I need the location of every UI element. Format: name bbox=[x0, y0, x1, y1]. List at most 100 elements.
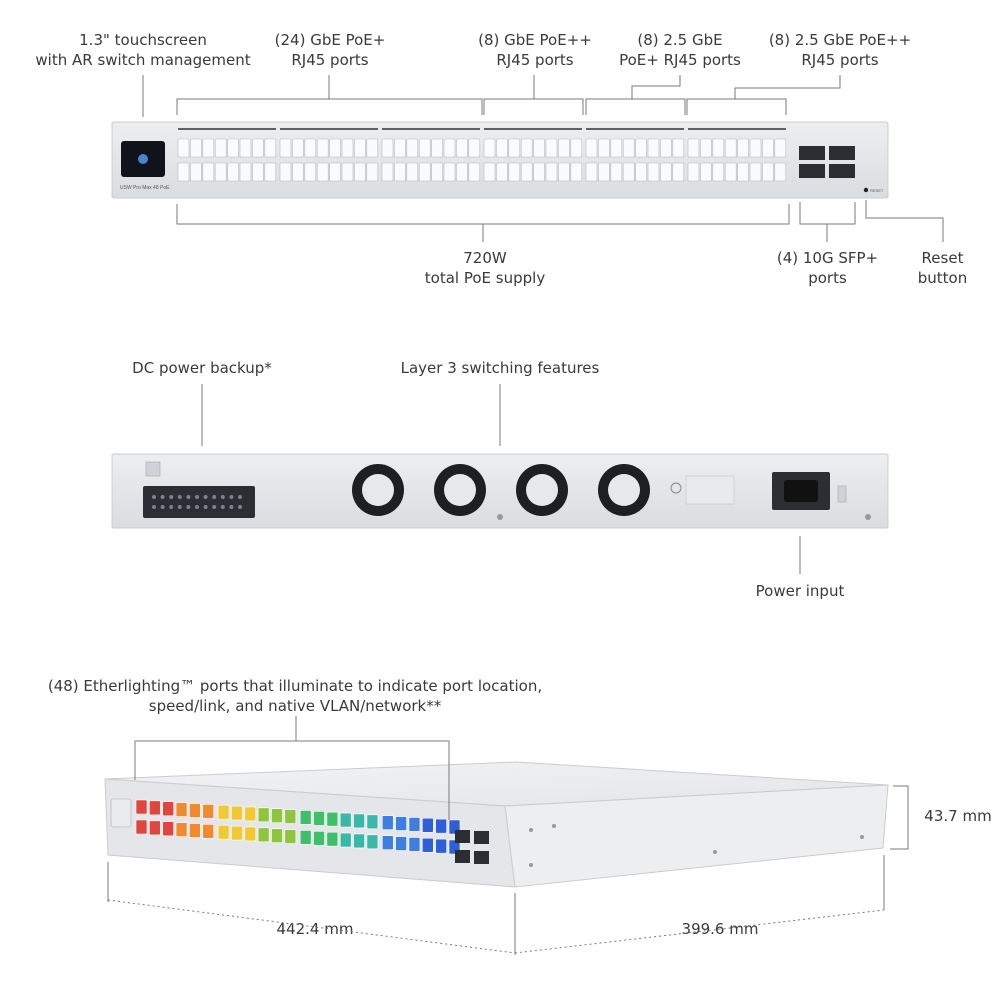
ac-power-socket bbox=[784, 480, 818, 502]
reset-button-label-line1: Reset bbox=[921, 249, 964, 267]
rj45-port bbox=[737, 138, 749, 158]
rj45-port bbox=[292, 138, 304, 158]
gbe25-poe-plus-label-line2: PoE+ RJ45 ports bbox=[619, 51, 741, 69]
dc-pin bbox=[152, 495, 156, 499]
rj45-port bbox=[354, 162, 366, 182]
etherlighting-port bbox=[422, 837, 434, 853]
rj45-port bbox=[635, 162, 647, 182]
etherlighting-port bbox=[271, 828, 283, 843]
rj45-port bbox=[672, 162, 685, 182]
rj45-port bbox=[712, 138, 725, 158]
dc-connector-pins bbox=[152, 495, 242, 509]
dc-pin bbox=[160, 495, 165, 499]
dc-pin bbox=[238, 505, 242, 509]
rj45-port bbox=[252, 162, 264, 182]
rj45-port bbox=[227, 138, 239, 158]
etherlighting-port bbox=[231, 825, 243, 841]
etherlighting-port bbox=[313, 811, 325, 826]
rj45-port bbox=[406, 162, 419, 182]
dc-power-backup-label: DC power backup* bbox=[132, 359, 272, 377]
rj45-port bbox=[508, 162, 521, 182]
dc-power-connector bbox=[143, 486, 255, 518]
dc-pin bbox=[195, 505, 199, 509]
perspective-touchscreen bbox=[110, 798, 132, 828]
perspective-view bbox=[104, 761, 889, 888]
sfp-ports-label: (4) 10G SFP+ ports bbox=[765, 248, 890, 288]
perspective-sfp-cages bbox=[455, 830, 489, 864]
etherlighting-label-line2: speed/link, and native VLAN/network** bbox=[148, 697, 442, 715]
rj45-port bbox=[418, 138, 431, 158]
sfp-bracket bbox=[799, 202, 856, 225]
height-bracket bbox=[890, 785, 909, 850]
power-input-label: Power input bbox=[755, 582, 845, 600]
rj45-port bbox=[558, 162, 570, 182]
etherlighting-port bbox=[135, 819, 148, 835]
dc-pin bbox=[229, 505, 234, 509]
rj45-port bbox=[570, 162, 583, 182]
rj45-port bbox=[610, 162, 623, 182]
rj45-port bbox=[329, 162, 341, 182]
rj45-port bbox=[406, 138, 419, 158]
rj45-port bbox=[660, 138, 672, 158]
rj45-port bbox=[496, 138, 508, 158]
sfp-port bbox=[829, 146, 855, 160]
etherlighting-port bbox=[381, 815, 394, 830]
width-dimension-line bbox=[107, 899, 516, 954]
poe-supply-label-line1: 720W bbox=[463, 249, 507, 267]
rj45-port bbox=[545, 162, 558, 182]
rj45-port bbox=[700, 138, 712, 158]
rj45-port bbox=[774, 162, 787, 182]
rear-leader-lines bbox=[201, 384, 801, 574]
rj45-port bbox=[264, 138, 277, 158]
gbe-poe-plusplus-bracket bbox=[483, 98, 584, 115]
dc-pin bbox=[220, 505, 225, 509]
gbe25-poe-plus-bracket bbox=[585, 98, 686, 115]
gbe25-poe-plusplus-bracket bbox=[686, 98, 787, 115]
rj45-port bbox=[585, 138, 598, 158]
rj45-port bbox=[190, 162, 202, 182]
rj45-port bbox=[483, 162, 496, 182]
dc-pin bbox=[195, 495, 199, 499]
etherlighting-port bbox=[284, 809, 297, 824]
rj45-port bbox=[598, 138, 610, 158]
sfp-ports-label-line1: (4) 10G SFP+ bbox=[776, 249, 879, 267]
front-leader-lines bbox=[142, 75, 944, 242]
rj45-port bbox=[468, 138, 481, 158]
etherlighting-port bbox=[366, 834, 379, 850]
etherlighting-port bbox=[257, 807, 270, 823]
rj45-port bbox=[214, 138, 227, 158]
etherlighting-port bbox=[395, 836, 407, 851]
rj45-port bbox=[700, 162, 712, 182]
side-screw-icon bbox=[529, 863, 533, 867]
etherlighting-port bbox=[299, 830, 312, 845]
rj45-port bbox=[214, 162, 227, 182]
etherlighting-port bbox=[202, 824, 215, 839]
ubiquiti-logo-icon bbox=[670, 482, 682, 494]
rj45-port bbox=[177, 138, 190, 158]
sfp-port bbox=[799, 164, 825, 178]
etherlighting-port bbox=[244, 826, 257, 842]
rj45-port bbox=[545, 138, 558, 158]
gbe25-poe-plusplus-label-line1: (8) 2.5 GbE PoE++ bbox=[768, 31, 912, 49]
etherlighting-label-line1: (48) Etherlighting™ ports that illuminat… bbox=[47, 677, 543, 695]
dc-pin bbox=[177, 505, 182, 509]
fan-hub bbox=[444, 474, 476, 506]
etherlighting-port bbox=[149, 820, 161, 836]
gbe-poe-plus-label-line1: (24) GbE PoE+ bbox=[274, 31, 386, 49]
rj45-port bbox=[381, 162, 394, 182]
rj45-port bbox=[177, 162, 190, 182]
rj45-port bbox=[585, 162, 598, 182]
gbe-poe-plusplus-label: (8) GbE PoE++ RJ45 ports bbox=[455, 30, 615, 70]
dc-pin bbox=[169, 495, 174, 499]
rj45-port bbox=[341, 138, 354, 158]
front-view: USW Pro Max 48 PoE RESET bbox=[111, 121, 889, 199]
rj45-port bbox=[456, 162, 468, 182]
front-port-grid bbox=[177, 128, 787, 182]
depth-dimension-line bbox=[514, 909, 885, 954]
cooling-fans bbox=[352, 464, 650, 516]
rj45-port bbox=[520, 138, 533, 158]
sfp-ports-label-line2: ports bbox=[808, 269, 847, 287]
ground-screw-icon bbox=[865, 514, 871, 520]
rj45-port bbox=[570, 138, 583, 158]
